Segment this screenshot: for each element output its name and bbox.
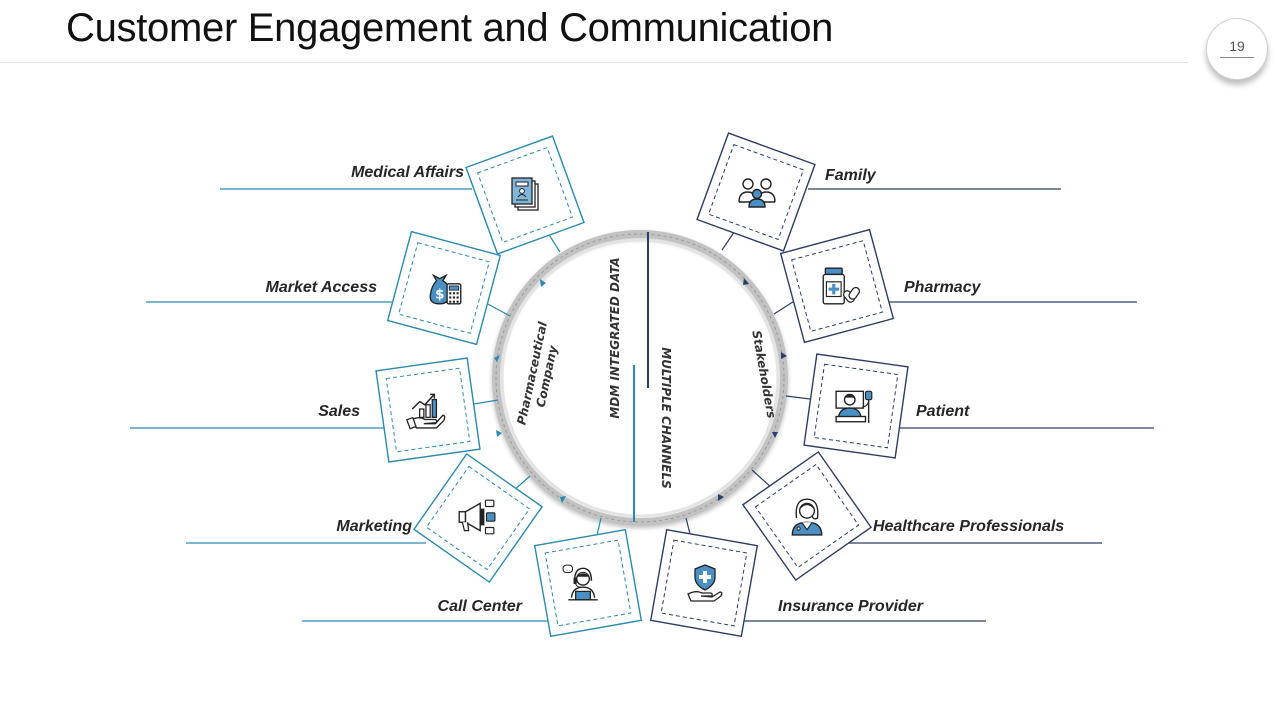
connector-line: [751, 469, 773, 489]
item-label: Call Center: [438, 598, 523, 615]
item-label: Pharmacy: [904, 279, 982, 296]
stakeholder-item-pharmacy: Pharmacy: [773, 228, 1137, 344]
item-label: Marketing: [336, 518, 412, 535]
pharma-company-label: Pharmaceutical Company: [514, 320, 560, 426]
item-label: Sales: [318, 403, 360, 420]
item-label: Patient: [916, 403, 970, 420]
pharma-item-call-center: Call Center: [302, 517, 643, 638]
pharma-item-medical-affairs: Medical Affairs: [220, 135, 585, 255]
pharma-item-marketing: Marketing: [186, 452, 544, 584]
connector-line: [473, 399, 499, 405]
pharma-item-market-access: Market Access: [146, 230, 511, 346]
icon-frame-inner: [813, 363, 899, 449]
ring-arrows: [494, 278, 787, 503]
item-label: Medical Affairs: [351, 164, 464, 181]
ring-arrow: [772, 432, 778, 438]
ring-arrow: [718, 494, 724, 501]
central-ring: [492, 230, 788, 526]
ring-inner-edge: [500, 238, 780, 518]
stakeholder-item-healthcare-professionals: Healthcare Professionals: [741, 450, 1102, 582]
ring-dash: [495, 233, 785, 523]
ring-arrow: [540, 279, 546, 287]
item-label: Healthcare Professionals: [873, 518, 1064, 535]
ring-arrow: [496, 430, 502, 437]
page-number-badge: 19: [1206, 18, 1268, 80]
document-badge-icon: [511, 177, 539, 211]
connector-line: [483, 301, 511, 317]
stakeholder-item-insurance-provider: Insurance Provider: [649, 517, 986, 638]
channels-label: MULTIPLE CHANNELS: [659, 347, 673, 489]
connector-line: [773, 299, 797, 315]
pharma-item-sales: Sales: [130, 357, 499, 463]
stakeholder-item-family: Family: [696, 132, 1061, 252]
stakeholder-item-patient: Patient: [785, 353, 1154, 459]
ring-arrow: [781, 352, 787, 359]
item-label: Insurance Provider: [778, 598, 924, 615]
icon-frame-inner: [660, 539, 748, 627]
page-number: 19: [1229, 38, 1245, 54]
ring-arrow: [743, 278, 749, 285]
ring-arrow: [560, 496, 566, 503]
slide-title: Customer Engagement and Communication: [66, 6, 834, 50]
ring-arrow: [494, 355, 500, 362]
item-label: Family: [825, 167, 877, 184]
icon-frame-inner: [791, 240, 883, 332]
connector-line: [785, 395, 811, 400]
page-number-underline: [1220, 57, 1254, 58]
item-label: Market Access: [266, 279, 378, 296]
mdm-label: MDM INTEGRATED DATA: [608, 257, 622, 418]
title-divider: [0, 62, 1188, 63]
icon-frame-inner: [476, 146, 574, 244]
